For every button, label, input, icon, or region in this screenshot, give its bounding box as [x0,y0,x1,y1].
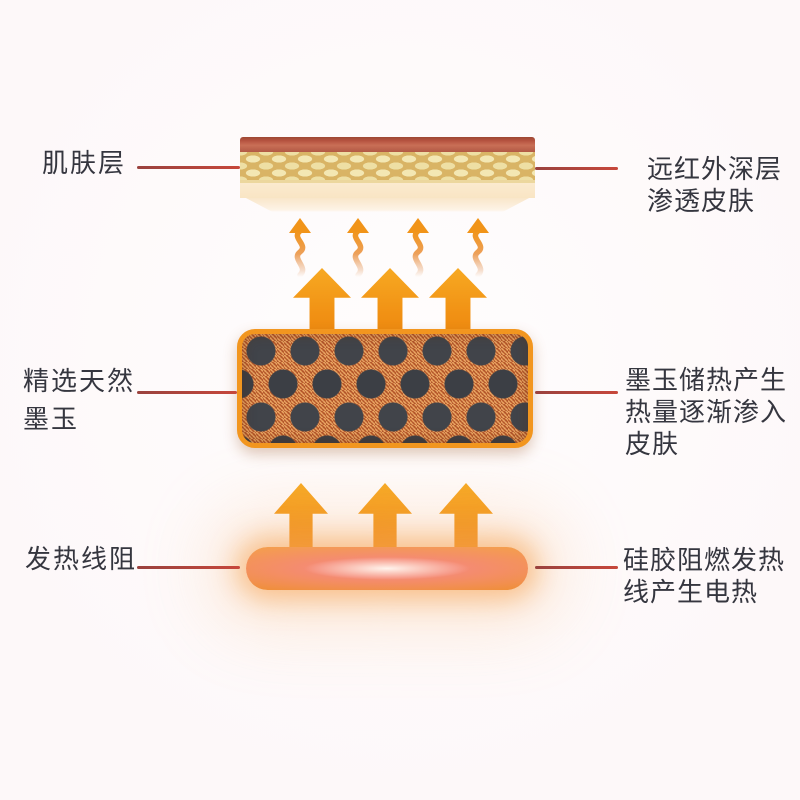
skin-shadow-taper [245,198,530,212]
connector-line-skin-right [535,167,618,170]
connector-line-jade-left [137,391,237,394]
skin-base-band [240,183,535,198]
skin-layer-label: 肌肤层 [42,148,127,178]
connector-line-skin-left [137,166,240,169]
heat-wave-icon [465,217,491,279]
jade-note-line3: 皮肤 [625,429,680,459]
heater-note-line2: 线产生电热 [623,577,759,607]
heater-note: 硅胶阻燃发热 线产生电热 [623,544,785,608]
skin-epidermis-band [240,137,535,152]
block-arrow-up-icon [358,483,412,547]
skin-layer-illustration [240,137,535,212]
jade-stone-pad [237,329,533,448]
jade-note-line2: 热量逐渐渗入 [625,397,788,427]
skin-note-line2: 渗透皮肤 [647,186,756,216]
skin-divider-line [240,180,535,183]
skin-note-line1: 远红外深层 [647,154,783,184]
heat-wave-icon [345,217,371,279]
connector-line-jade-right [535,391,618,394]
heater-note-line1: 硅胶阻燃发热 [623,545,786,575]
block-arrow-up-icon [274,483,328,547]
connector-line-heater-right [535,566,618,569]
skin-note: 远红外深层 渗透皮肤 [647,153,782,217]
block-arrow-up-icon [439,483,493,547]
heater-label: 发热线阻 [25,544,138,574]
heat-wave-icon [287,217,313,279]
connector-line-heater-left [137,566,240,569]
heating-wire-glow [246,547,528,590]
heat-wave-icon [405,217,431,279]
jade-label-line2: 墨玉 [23,404,80,434]
jade-note-line1: 墨玉储热产生 [625,365,788,395]
jade-label: 精选天然 墨玉 [23,362,135,438]
jade-note: 墨玉储热产生 热量逐渐渗入 皮肤 [625,364,787,460]
skin-cell-band [240,152,535,180]
jade-label-line1: 精选天然 [23,366,136,396]
